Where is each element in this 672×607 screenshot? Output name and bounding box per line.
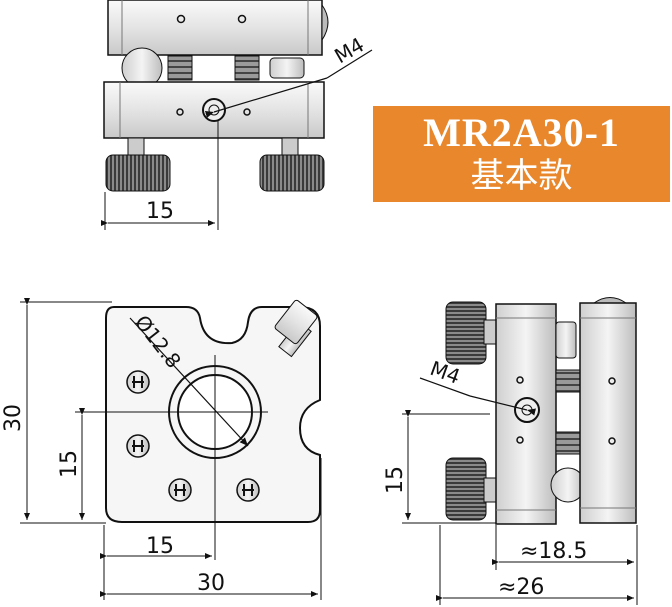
screw-hole: [243, 108, 251, 116]
ball-cap: [592, 297, 628, 304]
leader-line: [204, 77, 328, 118]
front-height-dim: 30: [1, 404, 26, 432]
leader-line: [469, 395, 537, 416]
screw-2: [126, 434, 150, 458]
screw-hole: [176, 108, 184, 116]
front-half-height-dim: 15: [57, 450, 82, 478]
screw-4: [236, 478, 260, 502]
screw-hole: [516, 436, 524, 444]
screw-hole: [176, 14, 186, 24]
screw-hole: [237, 14, 247, 24]
pin-head: [274, 299, 318, 345]
model-subtitle: 基本款: [470, 156, 573, 196]
spring: [167, 55, 193, 81]
model-number: MR2A30-1: [423, 110, 620, 155]
front-half-width-dim: 15: [146, 534, 174, 559]
spring: [555, 431, 581, 455]
screw-hole: [608, 377, 616, 385]
screw-1: [126, 370, 150, 394]
adjust-knob: [445, 457, 487, 521]
adjust-knob: [259, 154, 325, 192]
side-view: M4 15 ≈18.5 ≈26: [383, 297, 638, 605]
screw-hole: [516, 376, 524, 384]
leader-line: [326, 49, 373, 79]
back-plate: [579, 302, 637, 524]
spring: [234, 55, 260, 81]
diameter-leader: [129, 317, 249, 447]
spring: [555, 369, 581, 393]
ball-cap: [321, 3, 329, 42]
side-depth-dim: ≈18.5: [520, 539, 587, 564]
pin: [269, 57, 305, 79]
side-total-depth-dim: ≈26: [498, 575, 544, 600]
adjust-knob: [445, 301, 487, 365]
adjust-knob: [105, 154, 171, 192]
screw-3: [168, 478, 192, 502]
pin: [555, 321, 577, 359]
top-plate: [107, 0, 323, 56]
leader-line: [419, 377, 471, 397]
top-view: M4 15: [101, 0, 373, 230]
thread-label: M4: [330, 32, 368, 68]
front-width-dim: 30: [197, 571, 225, 596]
top-width-dim: 15: [146, 199, 174, 224]
screw-hole: [608, 437, 616, 445]
side-height-dim: 15: [383, 466, 408, 494]
model-badge: MR2A30-1 基本款: [373, 106, 670, 202]
front-view: Ø12.8 30 15 15 30: [1, 298, 322, 600]
